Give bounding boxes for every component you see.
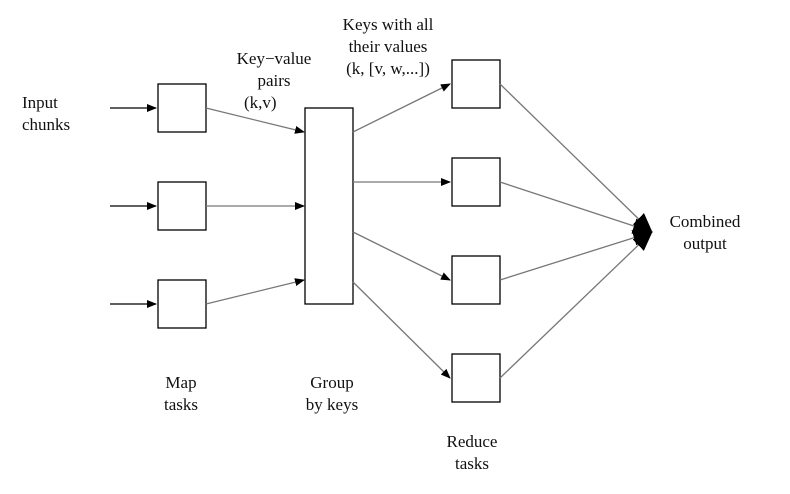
group-label-line2: by keys bbox=[305, 395, 359, 414]
group-by-keys-box bbox=[304, 107, 354, 305]
map-task-box-2 bbox=[157, 181, 207, 231]
group-label-line1: Group bbox=[310, 373, 354, 392]
reduce-task-box-2 bbox=[451, 157, 501, 207]
input-chunks-label: Input chunks bbox=[22, 92, 70, 136]
output-label-line2: output bbox=[683, 234, 727, 253]
key-value-pairs-label: Key−value pairs (k,v) bbox=[226, 48, 322, 114]
combined-output-label: Combined output bbox=[660, 211, 750, 255]
group-to-reduce-arrow-4 bbox=[352, 281, 451, 379]
keys-label-line1: Keys with all bbox=[342, 15, 434, 34]
kv-label-line1: Key−value bbox=[236, 49, 312, 68]
group-to-reduce-arrow-1 bbox=[352, 83, 451, 133]
map-label-line2: tasks bbox=[164, 395, 198, 414]
reduce-label-line2: tasks bbox=[455, 454, 489, 473]
map-label-line1: Map bbox=[165, 373, 197, 392]
keys-label-line3: (k, [v, w,...]) bbox=[346, 59, 430, 78]
reduce-label-line1: Reduce bbox=[446, 432, 498, 451]
reduce-task-box-4 bbox=[451, 353, 501, 403]
reduce-tasks-label: Reduce tasks bbox=[432, 431, 512, 475]
reduce-to-output-arrow-4 bbox=[499, 231, 653, 379]
map-task-box-3 bbox=[157, 279, 207, 329]
input-label-line1: Input bbox=[22, 93, 58, 112]
keys-with-values-label: Keys with all their values (k, [v, w,...… bbox=[318, 14, 458, 80]
map-to-group-arrow-1 bbox=[205, 107, 305, 134]
kv-label-line2: pairs bbox=[257, 71, 291, 90]
kv-label-line3: (k,v) bbox=[244, 93, 277, 112]
group-by-keys-label: Group by keys bbox=[292, 372, 372, 416]
reduce-to-output-arrow-2 bbox=[499, 181, 653, 234]
reduce-to-output-arrow-3 bbox=[499, 230, 653, 281]
input-label-line2: chunks bbox=[22, 115, 71, 134]
reduce-task-box-3 bbox=[451, 255, 501, 305]
reduce-task-box-1 bbox=[451, 59, 501, 109]
reduce-to-output-arrow-1 bbox=[499, 83, 653, 233]
output-label-line1: Combined bbox=[669, 212, 741, 231]
group-to-reduce-arrow-3 bbox=[352, 231, 451, 281]
keys-label-line2: their values bbox=[348, 37, 428, 56]
map-task-box-1 bbox=[157, 83, 207, 133]
map-tasks-label: Map tasks bbox=[146, 372, 216, 416]
map-to-group-arrow-3 bbox=[205, 278, 305, 305]
